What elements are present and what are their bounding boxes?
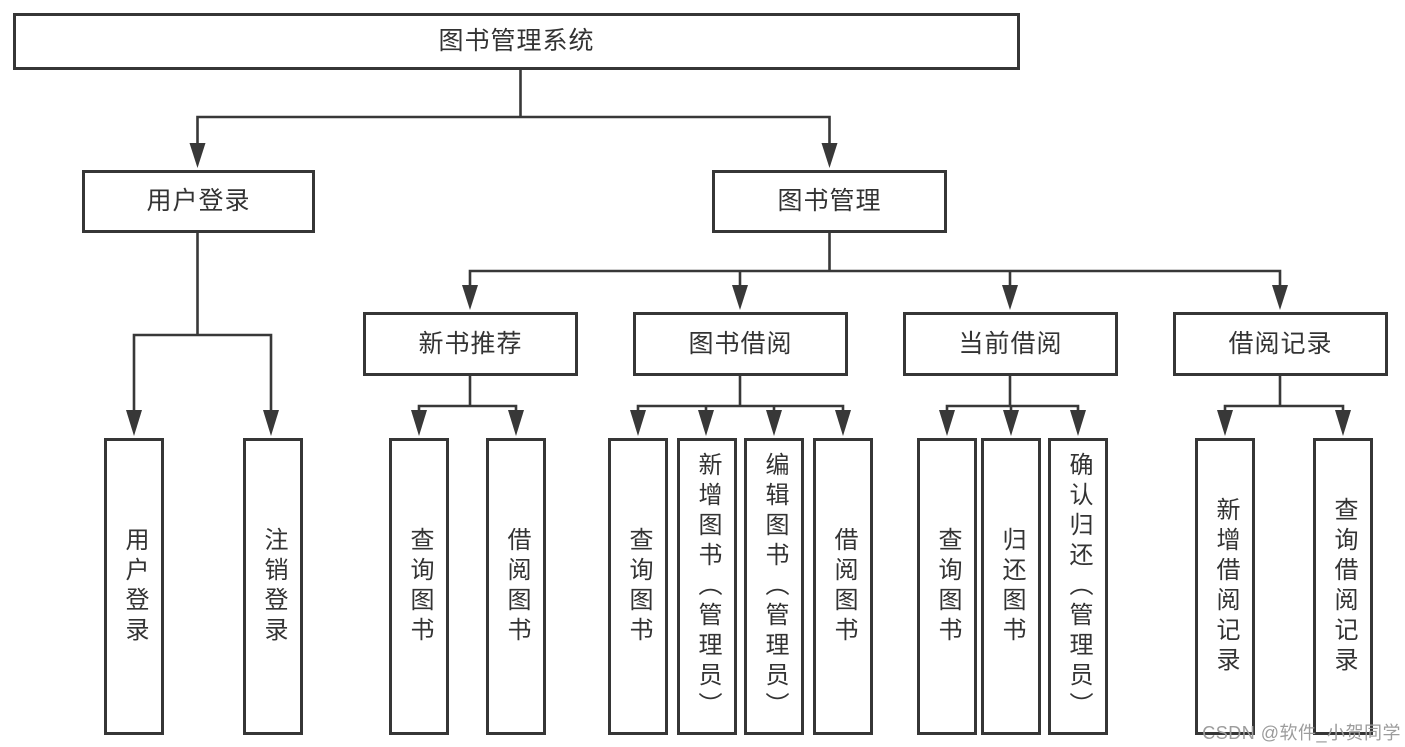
leaf-add-book-admin: 新增图书（管理员） (677, 438, 737, 735)
leaf-query-book-current: 查询图书 (917, 438, 977, 735)
leaf-query-book-borrow: 查询图书 (608, 438, 668, 735)
leaf-borrow-book: 借阅图书 (813, 438, 873, 735)
node-book-borrow: 图书借阅 (633, 312, 848, 376)
node-new-book-recommend: 新书推荐 (363, 312, 578, 376)
leaf-query-borrow-record: 查询借阅记录 (1313, 438, 1373, 735)
csdn-watermark: CSDN @软件_小贺同学 (1202, 723, 1401, 743)
leaf-query-book-recommend: 查询图书 (389, 438, 449, 735)
node-current-borrow: 当前借阅 (903, 312, 1118, 376)
leaf-borrow-book-recommend: 借阅图书 (486, 438, 546, 735)
node-library-management-system: 图书管理系统 (13, 13, 1020, 70)
leaf-logout-login: 注销登录 (243, 438, 303, 735)
leaf-confirm-return-admin: 确认归还（管理员） (1048, 438, 1108, 735)
node-book-management: 图书管理 (712, 170, 947, 233)
node-user-login: 用户登录 (82, 170, 315, 233)
leaf-return-book: 归还图书 (981, 438, 1041, 735)
node-borrow-records: 借阅记录 (1173, 312, 1388, 376)
leaf-edit-book-admin: 编辑图书（管理员） (744, 438, 804, 735)
leaf-add-borrow-record: 新增借阅记录 (1195, 438, 1255, 735)
leaf-user-login: 用户登录 (104, 438, 164, 735)
